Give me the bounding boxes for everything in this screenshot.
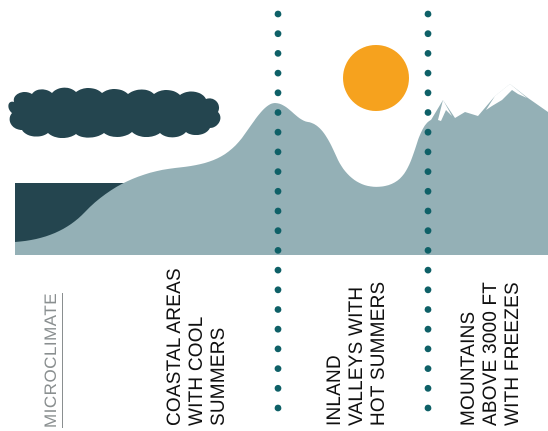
- divider-dot: [274, 365, 282, 372]
- divider-dot: [274, 266, 282, 274]
- divider-dot: [274, 187, 282, 195]
- divider-dot: [424, 109, 432, 116]
- divider-dot: [424, 404, 432, 412]
- divider-coastal-inland: [274, 10, 282, 412]
- divider-dot: [274, 148, 282, 156]
- divider-dot: [274, 30, 282, 38]
- divider-dot: [424, 247, 432, 254]
- divider-dot: [424, 286, 432, 294]
- divider-dot: [274, 325, 282, 333]
- zone-label-mountains: MOUNTAINS ABOVE 3000 FT WITH FREEZES: [458, 281, 523, 426]
- divider-dot: [424, 168, 432, 176]
- divider-dot: [424, 128, 432, 136]
- sun-icon: [343, 45, 409, 111]
- zone-label-coastal: COASTAL AREAS WITH COOL SUMMERS: [164, 268, 229, 426]
- divider-dot: [424, 306, 432, 313]
- divider-dot: [274, 227, 282, 235]
- divider-dot: [274, 89, 282, 97]
- divider-dot: [424, 266, 432, 274]
- divider-dot: [424, 325, 432, 333]
- microclimate-heading: MICROCLIMATE: [41, 292, 63, 428]
- divider-dot: [424, 187, 432, 195]
- divider-dot: [424, 30, 432, 38]
- divider-dot: [424, 148, 432, 156]
- divider-dot: [274, 286, 282, 294]
- divider-dot: [274, 306, 282, 313]
- snow-peak-icon: [486, 84, 527, 110]
- divider-dot: [424, 365, 432, 372]
- divider-dot: [274, 50, 282, 57]
- divider-dot: [424, 384, 432, 392]
- divider-dot: [424, 207, 432, 215]
- snow-peak-icon: [438, 100, 452, 121]
- divider-dot: [274, 69, 282, 77]
- divider-dot: [274, 384, 282, 392]
- divider-dot: [424, 227, 432, 235]
- divider-dot: [274, 109, 282, 116]
- zone-label-inland: INLAND VALLEYS WITH HOT SUMMERS: [324, 281, 389, 426]
- divider-dot: [274, 404, 282, 412]
- divider-inland-mountains: [424, 10, 432, 412]
- divider-dot: [424, 345, 432, 353]
- cloud-icon: [8, 87, 221, 139]
- divider-dot: [274, 247, 282, 254]
- divider-dot: [424, 69, 432, 77]
- land-silhouette: [15, 103, 548, 255]
- divider-dot: [274, 128, 282, 136]
- divider-dot: [274, 168, 282, 176]
- divider-dot: [424, 89, 432, 97]
- divider-dot: [274, 207, 282, 215]
- divider-dot: [274, 10, 282, 18]
- divider-dot: [424, 10, 432, 18]
- divider-dot: [424, 50, 432, 57]
- divider-dot: [274, 345, 282, 353]
